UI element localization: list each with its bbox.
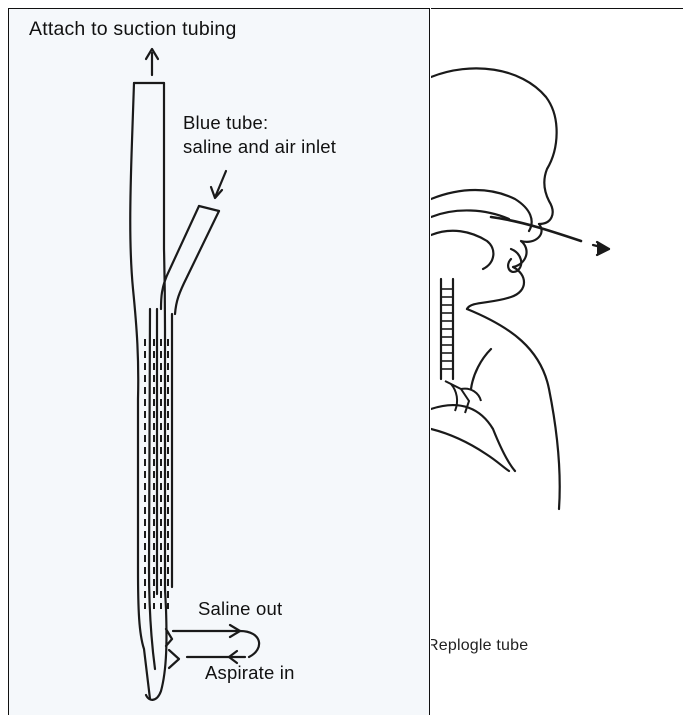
label-attach-suction: Attach to suction tubing (29, 18, 237, 41)
head-profile-drawing (431, 9, 683, 715)
blue-tube-opening (199, 206, 219, 211)
blue-tube-right-wall (175, 211, 219, 314)
main-tube-right-wall (164, 83, 165, 589)
tube-exit-arrow-head (597, 242, 609, 255)
tongue-outline (431, 231, 493, 269)
label-saline-air-inlet: saline and air inlet (183, 136, 336, 158)
main-tube-left-wall (130, 83, 150, 699)
caption-replogle-tube: Replogle tube (431, 637, 528, 655)
tube-schematic-panel: Attach to suction tubing Blue tube: sali… (8, 8, 430, 715)
esophagus-inner (431, 429, 509, 471)
label-aspirate-in: Aspirate in (205, 662, 295, 684)
larynx-line (471, 349, 491, 389)
bronchus-detail (445, 381, 481, 413)
saline-loop (240, 631, 259, 657)
label-blue-tube: Blue tube: (183, 112, 268, 134)
side-port-v (169, 650, 179, 668)
trachea-rings (441, 289, 453, 369)
esophagus-curve (431, 405, 515, 471)
label-saline-out: Saline out (198, 598, 282, 620)
anatomy-panel: Replogle tube (431, 8, 683, 715)
face-outline-upper (431, 68, 557, 224)
neck-outline (467, 309, 560, 509)
replogle-tube-line (491, 217, 581, 241)
